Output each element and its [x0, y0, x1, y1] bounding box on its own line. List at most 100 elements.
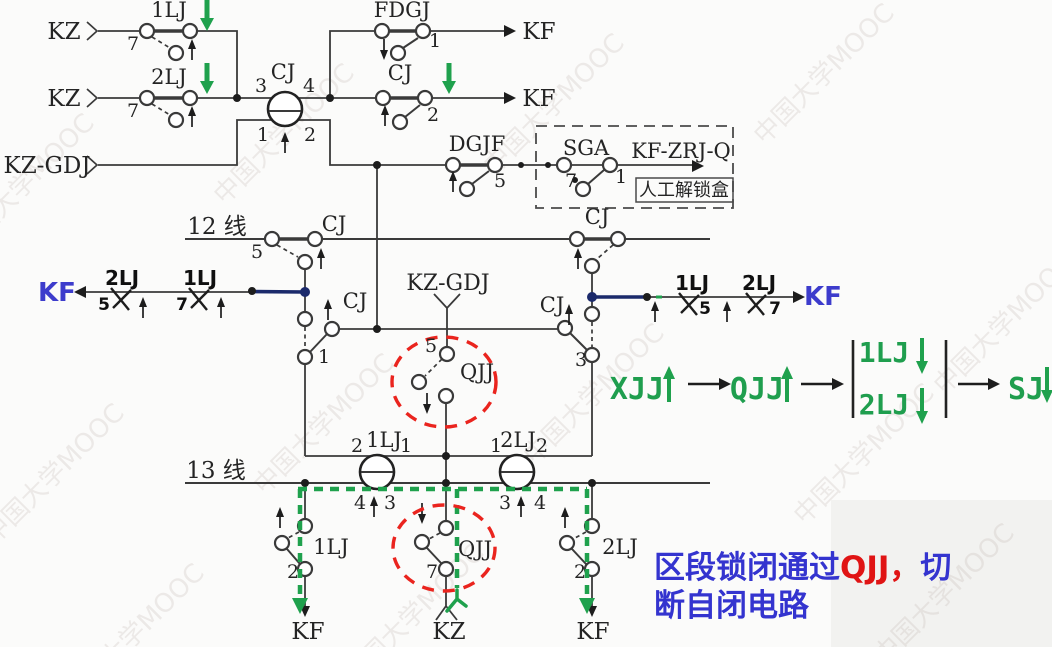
- red-highlight-circle-qjj5: [390, 335, 498, 429]
- dashdot-marker: [545, 162, 551, 168]
- down-arrow-icon: [379, 38, 389, 61]
- label-2lj-bottom: 2LJ: [602, 535, 638, 559]
- watermark-text: 中国大学MOOC: [0, 108, 101, 260]
- up-arrow-icon: [380, 104, 390, 127]
- kf-right-arrowhead: [793, 291, 805, 303]
- pin-label: 4: [354, 492, 366, 514]
- green-down-arrow-icon: [200, 0, 214, 31]
- label-cj3-right: CJ: [540, 293, 565, 317]
- up-arrow-icon: [216, 296, 226, 319]
- label-kf-out1: KF: [522, 19, 555, 45]
- contact-2lj-top: [138, 89, 199, 129]
- contact-cj3-right: [556, 303, 601, 364]
- navy-segment-left: [251, 289, 306, 294]
- label-kfzrjq: KF-ZRJ-Q: [631, 139, 731, 163]
- green-up-arrow-icon: [661, 364, 677, 404]
- label-2lj-break-right: 2LJ: [742, 271, 776, 295]
- label-line13: 13 线: [186, 458, 246, 484]
- lj2-transformer: [498, 453, 536, 518]
- label-cj-right-bus: CJ: [585, 205, 610, 229]
- label-kf-bottom-left: KF: [291, 619, 324, 645]
- label-1lj-bottom: 1LJ: [313, 535, 349, 559]
- label-kf-left: KF: [38, 278, 76, 308]
- wire-kzgdj-fork: [433, 293, 461, 347]
- lj1-transformer: [358, 453, 396, 518]
- label-manual-unlock-box: 人工解锁盒: [639, 180, 729, 201]
- navy-junction: [300, 287, 310, 297]
- label-qjj-bottom: QJJ: [458, 537, 492, 561]
- down-arrow-icon: [422, 392, 432, 415]
- pin-label: 1: [615, 166, 627, 188]
- note-part1: 区段锁闭通过: [654, 550, 840, 586]
- pin-label: 4: [534, 492, 546, 514]
- pin-label: 7: [127, 100, 139, 122]
- note-annotation: 区段锁闭通过QJJ，切 断自闭电路: [654, 550, 951, 624]
- label-cj-contact-row2: CJ: [388, 61, 413, 85]
- label-cj-transformer: CJ: [271, 60, 296, 84]
- label-cj5-left: CJ: [322, 212, 347, 236]
- up-arrow-icon: [275, 506, 285, 529]
- junction-dots: [233, 94, 651, 487]
- kf-arrowhead: [504, 92, 516, 104]
- label-kf-right: KF: [804, 282, 842, 312]
- label-kzgdj-mid: KZ-GDJ: [406, 271, 489, 296]
- manual-unlock-dashed-box: [535, 125, 734, 209]
- flow-arrowhead: [832, 378, 844, 390]
- up-arrow-icon: [650, 300, 660, 323]
- label-1lj-contact: 1LJ: [151, 0, 187, 22]
- watermark-text: 中国大学MOOC: [0, 398, 131, 550]
- flow-xjj: XJJ: [610, 372, 664, 407]
- flow-qjj: QJJ: [730, 372, 784, 407]
- contact-cj-right-bus: [568, 230, 627, 275]
- background-shade: [831, 500, 1052, 647]
- up-arrow-icon: [323, 298, 333, 321]
- pin-label: 7: [176, 295, 188, 315]
- green-down-arrow-icon: [442, 63, 456, 94]
- pin-label: 1: [257, 124, 269, 146]
- label-2lj-contact: 2LJ: [151, 65, 187, 89]
- down-arrow-icon: [417, 502, 427, 525]
- green-arrowhead: [292, 598, 308, 614]
- up-arrow-icon: [448, 170, 458, 193]
- label-cj1-left: CJ: [343, 289, 368, 313]
- label-dgjf-contact: DGJF: [449, 132, 506, 156]
- contact-fdgj: [373, 22, 432, 62]
- note-part2: 切: [920, 550, 951, 586]
- pin-label: 3: [384, 492, 396, 514]
- kfzrjq-arrowhead: [692, 160, 704, 172]
- up-arrow-icon: [187, 38, 197, 61]
- flow-1lj: 1LJ: [859, 336, 910, 369]
- pin-label: 3: [499, 492, 511, 514]
- flow-2lj: 2LJ: [859, 388, 910, 421]
- navy-junction: [587, 292, 597, 302]
- label-qjj-mid: QJJ: [460, 360, 494, 384]
- label-kz-bottom: KZ: [432, 619, 465, 645]
- label-2lj-transformer: 2LJ: [500, 428, 536, 452]
- kf-left-arrowhead: [74, 286, 86, 298]
- pin-label: 2: [351, 435, 363, 457]
- pin-label: 5: [699, 299, 711, 319]
- label-2lj-break-left: 2LJ: [105, 266, 139, 290]
- flow-arrowhead: [719, 378, 731, 390]
- pin-label: 5: [98, 295, 110, 315]
- green-down-arrow-icon: [200, 63, 214, 94]
- note-highlight: QJJ，: [840, 550, 920, 586]
- pin-label: 7: [769, 299, 781, 319]
- green-arrowhead: [579, 598, 595, 614]
- label-kf-out2: KF: [522, 86, 555, 112]
- pin-label: 2: [287, 561, 299, 583]
- up-arrow-icon: [722, 300, 732, 323]
- label-1lj-break-left: 1LJ: [183, 266, 217, 290]
- flow-sj: SJ: [1008, 372, 1044, 407]
- pin-label: 1: [429, 30, 441, 52]
- manual-unlock-label-box: [635, 177, 734, 203]
- contact-qjj7-bottom: [413, 502, 455, 578]
- up-arrow-icon: [516, 495, 526, 518]
- green-down-arrow-icon: [914, 336, 930, 376]
- label-1lj-break-right: 1LJ: [675, 271, 709, 295]
- pin-label: 2: [427, 104, 439, 126]
- pin-label: 4: [303, 75, 315, 97]
- kf-arrowhead: [504, 25, 516, 37]
- label-kzgdj-input: KZ-GDJ: [4, 153, 91, 179]
